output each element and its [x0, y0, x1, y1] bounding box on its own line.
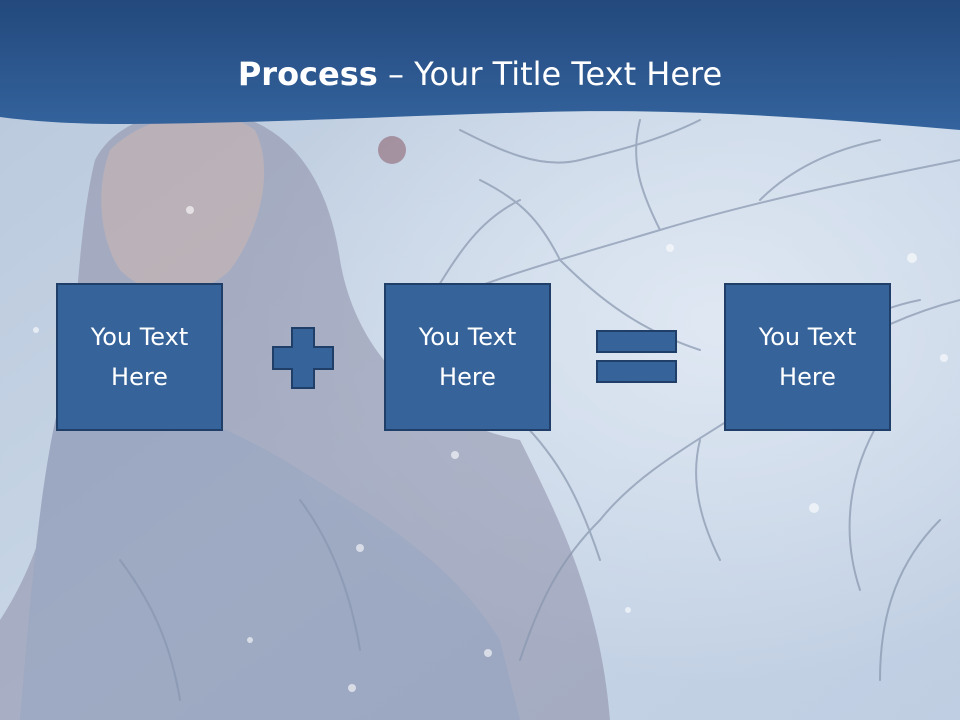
- process-box-3[interactable]: You Text Here: [724, 283, 891, 431]
- slide-title: Process – Your Title Text Here: [0, 52, 960, 96]
- process-box-1[interactable]: You Text Here: [56, 283, 223, 431]
- process-box-3-text: You Text Here: [758, 323, 857, 391]
- title-rest: – Your Title Text Here: [377, 55, 723, 93]
- figure-silhouette: [0, 110, 610, 720]
- equals-icon: [596, 330, 677, 383]
- process-box-1-text: You Text Here: [90, 323, 189, 391]
- title-bold: Process: [237, 55, 378, 93]
- process-box-2[interactable]: You Text Here: [384, 283, 551, 431]
- header-band: [0, 0, 960, 130]
- process-box-2-text: You Text Here: [418, 323, 517, 391]
- snowflakes: [33, 206, 948, 692]
- plus-icon: [272, 327, 334, 389]
